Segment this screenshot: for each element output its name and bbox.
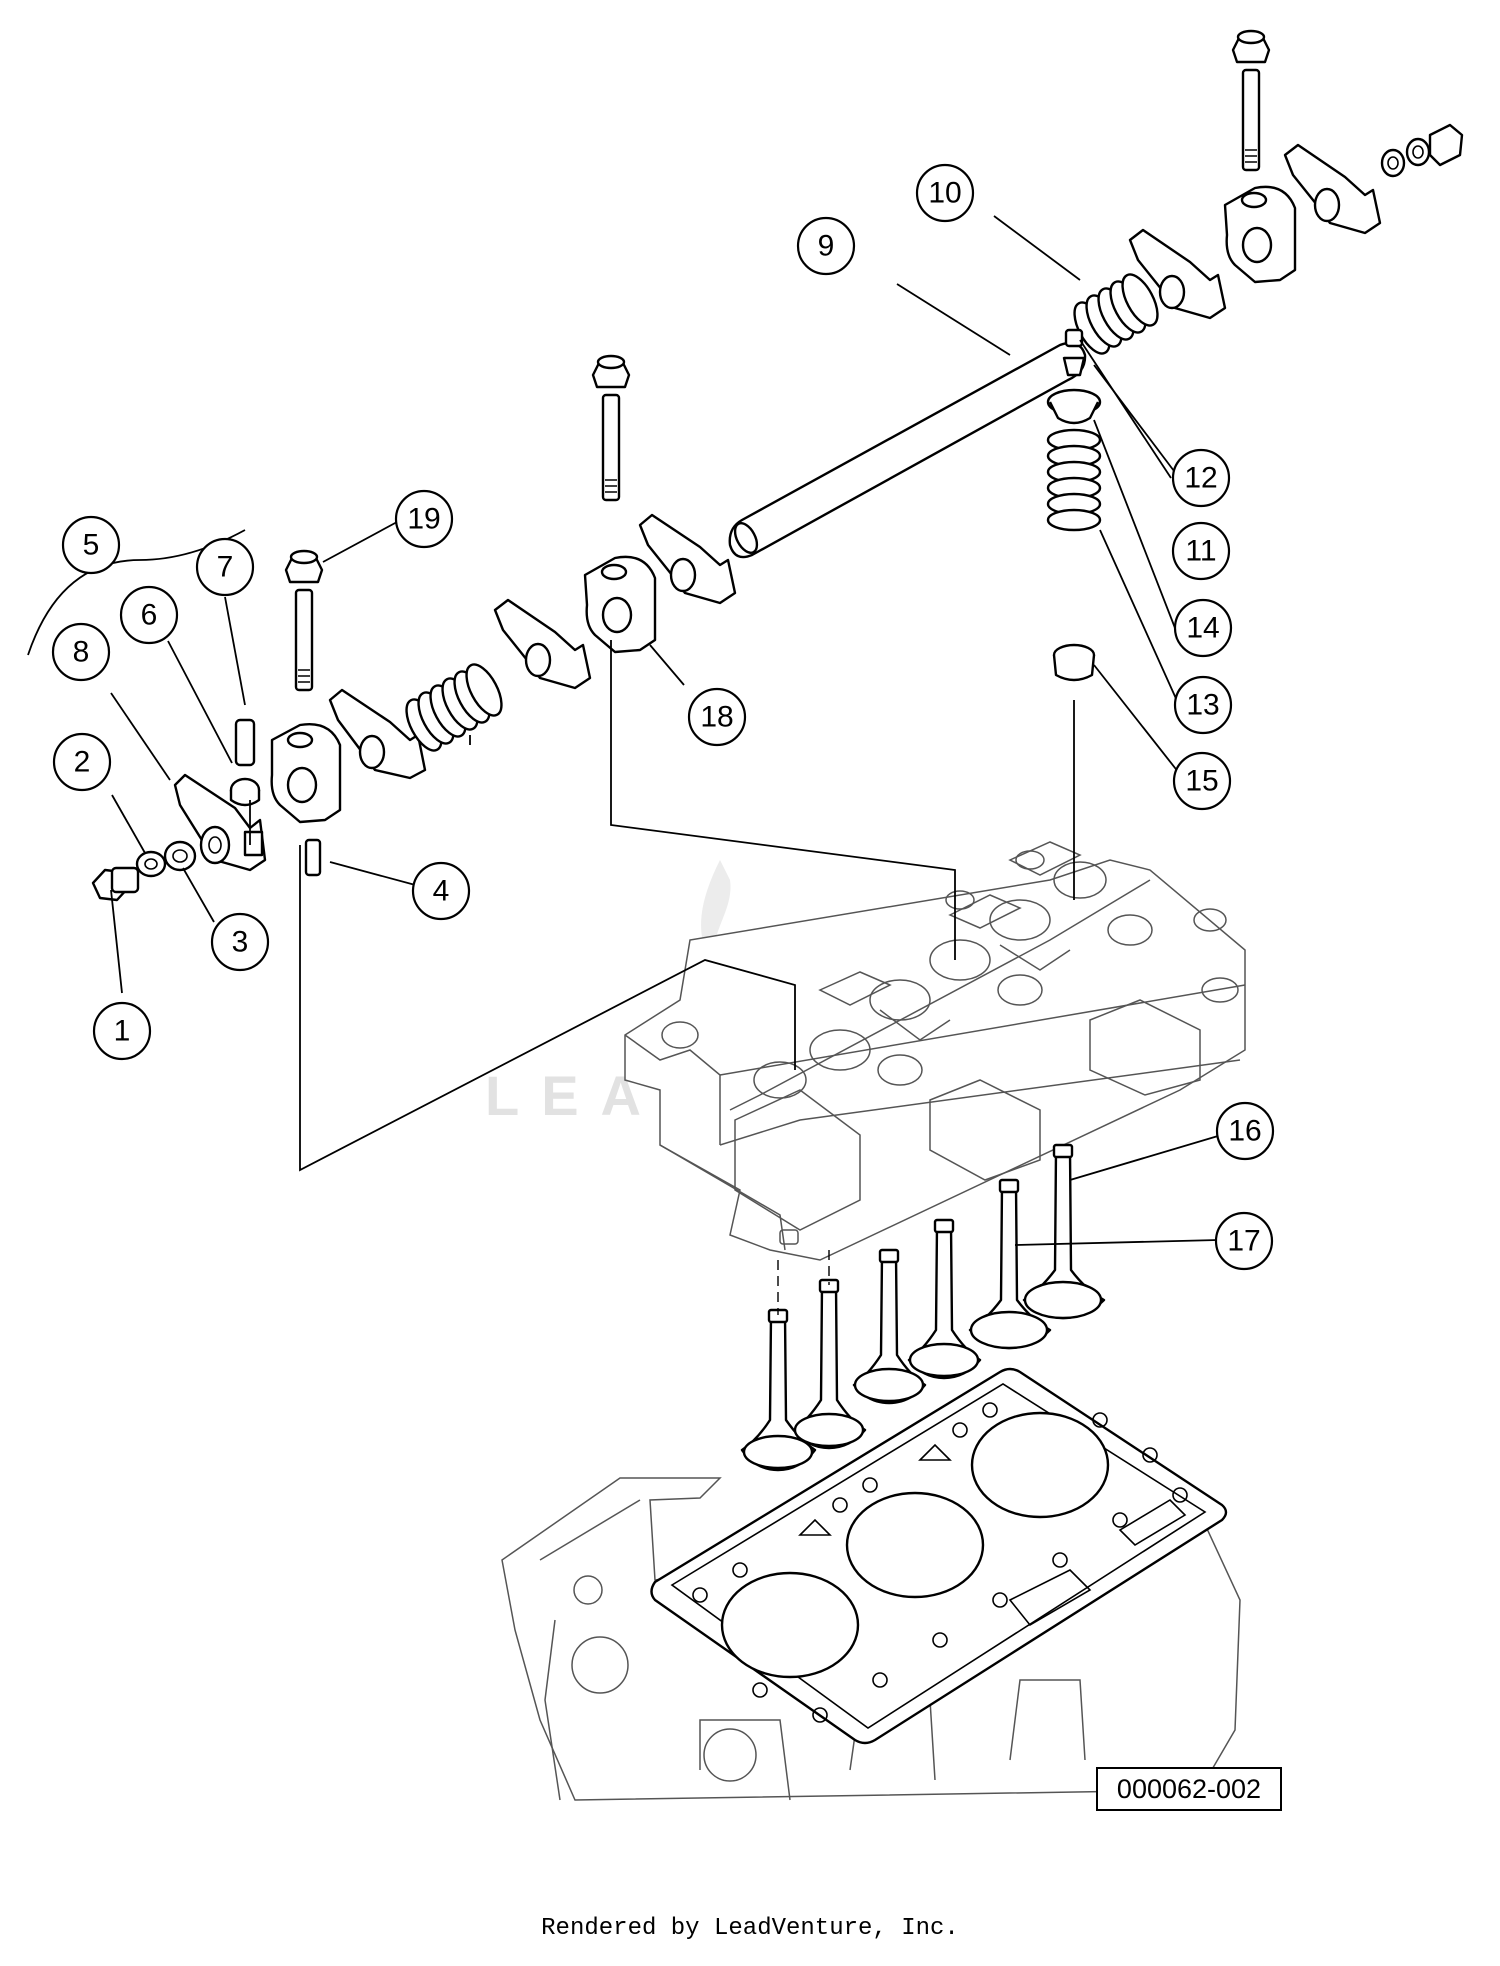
valve-5 bbox=[968, 1178, 1052, 1350]
callout-2: 2 bbox=[52, 732, 112, 792]
callout-6: 6 bbox=[119, 585, 179, 645]
valve-collets bbox=[1062, 356, 1086, 377]
rocker-assembly-right bbox=[1073, 29, 1464, 355]
callout-1: 1 bbox=[92, 1001, 152, 1061]
callout-3: 3 bbox=[210, 912, 270, 972]
callout-9: 9 bbox=[796, 216, 856, 276]
valve-1 bbox=[740, 1308, 817, 1472]
callout-4: 4 bbox=[411, 861, 471, 921]
callout-5: 5 bbox=[61, 515, 121, 575]
valve-spring bbox=[1046, 428, 1102, 532]
valve-2 bbox=[792, 1278, 867, 1450]
callout-10: 10 bbox=[915, 163, 975, 223]
callout-18: 18 bbox=[687, 687, 747, 747]
valve-3 bbox=[852, 1248, 927, 1405]
svg-text:15: 15 bbox=[1185, 765, 1218, 798]
svg-text:19: 19 bbox=[407, 503, 440, 536]
svg-text:18: 18 bbox=[700, 701, 733, 734]
callout-15: 15 bbox=[1172, 751, 1232, 811]
center-lines bbox=[249, 640, 1075, 1172]
svg-text:1: 1 bbox=[114, 1015, 131, 1048]
callout-17: 17 bbox=[1214, 1211, 1274, 1271]
svg-text:7: 7 bbox=[217, 551, 234, 584]
valve-4 bbox=[907, 1218, 982, 1380]
callout-16: 16 bbox=[1215, 1101, 1275, 1161]
valve-cap bbox=[1064, 328, 1084, 348]
svg-text:10: 10 bbox=[928, 177, 961, 210]
svg-text:12: 12 bbox=[1184, 462, 1217, 495]
footer-credit: Rendered by LeadVenture, Inc. bbox=[541, 1915, 959, 1942]
callout-12: 12 bbox=[1171, 448, 1231, 508]
svg-text:17: 17 bbox=[1227, 1225, 1260, 1258]
svg-text:9: 9 bbox=[818, 230, 835, 263]
valves bbox=[740, 1143, 1106, 1472]
callout-14: 14 bbox=[1173, 598, 1233, 658]
svg-text:11: 11 bbox=[1185, 535, 1216, 568]
leader-lines bbox=[110, 215, 1219, 1246]
callout-19: 19 bbox=[394, 489, 454, 549]
cylinder-head bbox=[624, 841, 1246, 1261]
svg-text:3: 3 bbox=[232, 926, 249, 959]
svg-text:5: 5 bbox=[83, 529, 100, 562]
head-gasket bbox=[650, 1367, 1228, 1745]
svg-text:2: 2 bbox=[74, 746, 91, 779]
valve-spring-stack bbox=[1046, 328, 1102, 682]
valve-6 bbox=[1022, 1143, 1106, 1320]
svg-text:14: 14 bbox=[1186, 612, 1219, 645]
rocker-assembly-left bbox=[91, 354, 737, 902]
callout-8: 8 bbox=[51, 622, 111, 682]
callout-7: 7 bbox=[195, 537, 255, 597]
svg-text:4: 4 bbox=[433, 875, 450, 908]
rocker-shaft bbox=[728, 341, 1087, 559]
callout-11: 11 bbox=[1171, 521, 1231, 581]
svg-text:6: 6 bbox=[141, 599, 158, 632]
svg-text:13: 13 bbox=[1186, 689, 1219, 722]
svg-text:8: 8 bbox=[73, 636, 90, 669]
callout-13: 13 bbox=[1173, 675, 1233, 735]
reference-number: 000062-002 bbox=[1096, 1767, 1282, 1811]
svg-text:16: 16 bbox=[1228, 1115, 1261, 1148]
